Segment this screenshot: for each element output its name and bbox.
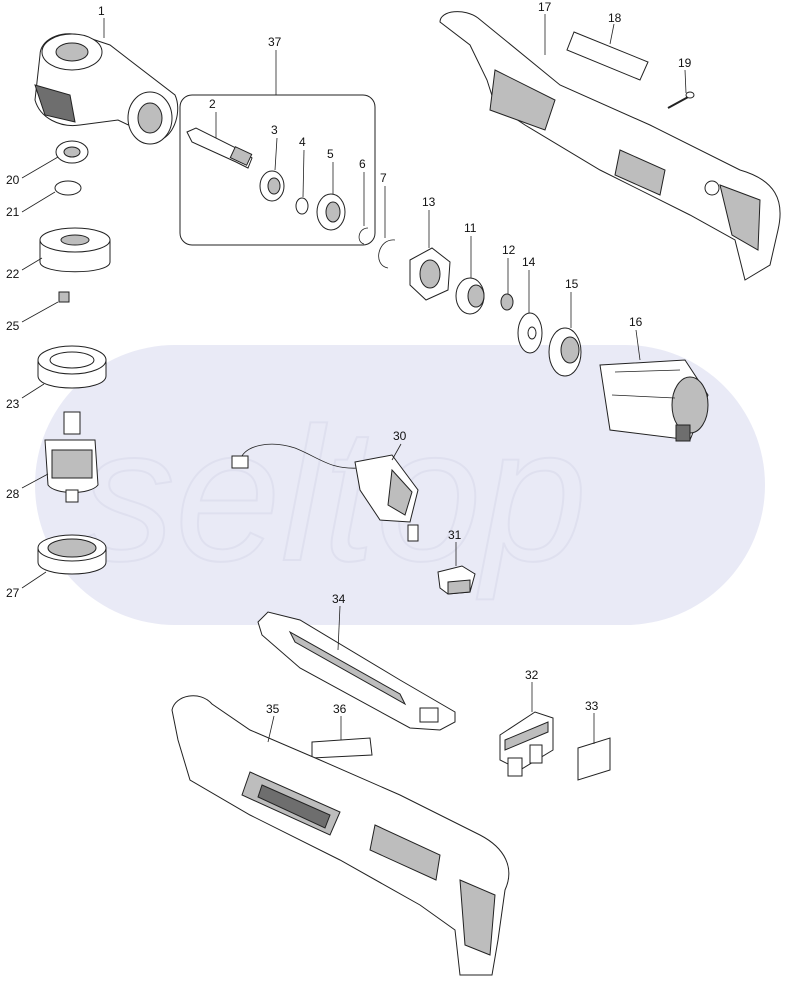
label-22: 22 xyxy=(6,267,20,281)
part-17-housing-half xyxy=(439,11,781,281)
part-21-circlip xyxy=(54,180,82,196)
label-15: 15 xyxy=(565,277,579,291)
part-22-bevel-gear xyxy=(39,227,111,273)
label-20: 20 xyxy=(6,173,20,187)
part-1-angle-head xyxy=(34,33,179,145)
label-23: 23 xyxy=(6,397,20,411)
label-5: 5 xyxy=(327,147,334,161)
part-11-carrier xyxy=(455,277,485,315)
label-35: 35 xyxy=(266,702,280,716)
label-19: 19 xyxy=(678,56,692,70)
label-32: 32 xyxy=(525,668,539,682)
label-14: 14 xyxy=(522,255,536,269)
part-3-bearing xyxy=(259,170,285,202)
part-5-bearing xyxy=(316,193,346,231)
part-31-lock-button xyxy=(437,565,476,595)
label-16: 16 xyxy=(629,315,643,329)
part-14-washer xyxy=(517,312,543,354)
label-27: 27 xyxy=(6,586,20,600)
label-30: 30 xyxy=(393,429,407,443)
label-17: 17 xyxy=(538,0,552,14)
part-25-key xyxy=(58,291,70,303)
label-37: 37 xyxy=(268,35,282,49)
label-6: 6 xyxy=(359,157,366,171)
part-32-heatsink xyxy=(499,711,554,777)
label-12: 12 xyxy=(502,243,516,257)
part-4-ring xyxy=(295,197,309,215)
part-7-snap-ring xyxy=(378,239,396,269)
label-25: 25 xyxy=(6,319,20,333)
label-31: 31 xyxy=(448,528,462,542)
part-15-plate xyxy=(548,327,582,377)
label-2: 2 xyxy=(209,97,216,111)
part-28-gear-assembly xyxy=(44,411,99,503)
part-30-switch xyxy=(231,443,419,542)
part-13-ring-gear xyxy=(409,247,451,301)
label-21: 21 xyxy=(6,205,20,219)
part-19-screw xyxy=(667,91,695,109)
part-20-bearing xyxy=(55,140,89,164)
part-2-spindle xyxy=(186,127,253,169)
part-6-circlip xyxy=(358,227,369,245)
label-34: 34 xyxy=(332,592,346,606)
watermark-text: seltop xyxy=(80,389,587,601)
label-11: 11 xyxy=(464,221,477,235)
assembly-37-box xyxy=(179,94,376,246)
part-35-housing-half xyxy=(171,695,510,976)
label-4: 4 xyxy=(299,135,306,149)
part-36-label xyxy=(311,737,373,759)
label-7: 7 xyxy=(380,171,387,185)
part-33-plate xyxy=(577,737,611,781)
part-18-label xyxy=(566,31,649,81)
label-33: 33 xyxy=(585,699,599,713)
part-12-gear xyxy=(500,293,514,311)
part-16-motor xyxy=(599,359,709,442)
label-1: 1 xyxy=(98,4,105,18)
label-13: 13 xyxy=(422,195,436,209)
part-27-ring-gear xyxy=(37,534,107,575)
label-36: 36 xyxy=(333,702,347,716)
label-28: 28 xyxy=(6,487,20,501)
part-34-rail xyxy=(257,611,456,731)
label-3: 3 xyxy=(271,123,278,137)
part-23-ring xyxy=(37,345,107,389)
label-18: 18 xyxy=(608,11,622,25)
